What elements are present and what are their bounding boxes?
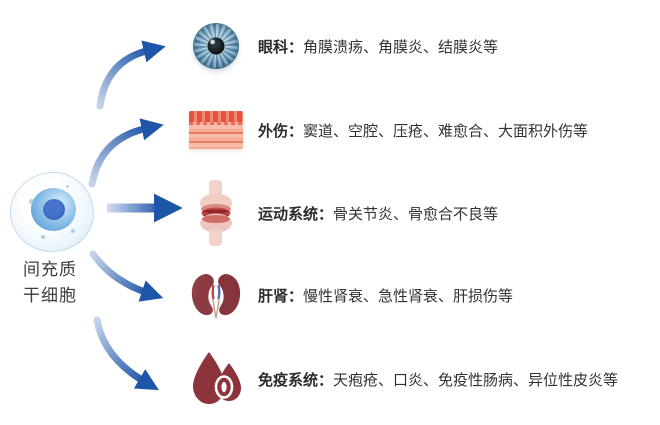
row-text: 运动系统：骨关节炎、骨愈合不良等 [258,203,498,224]
source-label-line1: 间充质 [23,260,77,279]
row-immune-system: 免疫系统：天疱疮、口炎、免疫性肠病、异位性皮炎等 [184,344,618,414]
arrow-to-immune-system [93,316,159,391]
category-label: 眼科： [258,38,304,56]
items-text: 角膜溃疡、角膜炎、结膜炎等 [303,38,499,56]
source-label-line2: 干细胞 [23,285,77,305]
cell-speck [71,229,75,233]
arrow-to-liver-kidney [89,250,164,302]
row-text: 眼科：角膜溃疡、角膜炎、结膜炎等 [258,36,498,57]
cell-cytoplasm [31,188,76,231]
category-label: 外伤： [258,122,304,140]
row-text: 肝肾：慢性肾衰、急性肾衰、肝损伤等 [258,285,513,306]
icon-box [184,23,248,69]
blood-drop-icon [193,352,241,404]
icon-box [184,271,248,319]
items-text: 天疱疮、口炎、免疫性肠病、异位性皮炎等 [333,371,619,389]
skin-tissue-icon [189,111,243,149]
row-liver-kidney: 肝肾：慢性肾衰、急性肾衰、肝损伤等 [184,260,513,330]
row-ophthalmology: 眼科：角膜溃疡、角膜炎、结膜炎等 [184,11,498,81]
eye-icon [193,23,239,69]
category-label: 免疫系统： [258,371,334,389]
icon-box [184,180,248,246]
joint-icon [200,180,232,246]
items-text: 窦道、空腔、压疮、难愈合、大面积外伤等 [303,122,589,140]
cell-speck [41,235,45,239]
icon-box [184,111,248,149]
category-label: 运动系统： [258,205,334,223]
kidneys-icon [191,274,241,319]
arrow-to-ophthalmology [96,40,166,110]
row-trauma: 外伤：窦道、空腔、压疮、难愈合、大面积外伤等 [184,95,588,165]
row-text: 免疫系统：天疱疮、口炎、免疫性肠病、异位性皮炎等 [258,369,618,390]
items-text: 骨关节炎、骨愈合不良等 [333,205,499,223]
row-motor-system: 运动系统：骨关节炎、骨愈合不良等 [184,178,498,248]
row-text: 外伤：窦道、空腔、压疮、难愈合、大面积外伤等 [258,120,588,141]
category-label: 肝肾： [258,287,304,305]
cell-nucleus [43,199,65,220]
icon-box [184,350,248,408]
items-text: 慢性肾衰、急性肾衰、肝损伤等 [303,287,514,305]
cell-speck [29,199,34,204]
source-label: 间充质 干细胞 [2,257,98,308]
cell-speck [66,185,69,188]
stem-cell-icon [10,172,94,252]
arrow-to-trauma [88,118,164,188]
